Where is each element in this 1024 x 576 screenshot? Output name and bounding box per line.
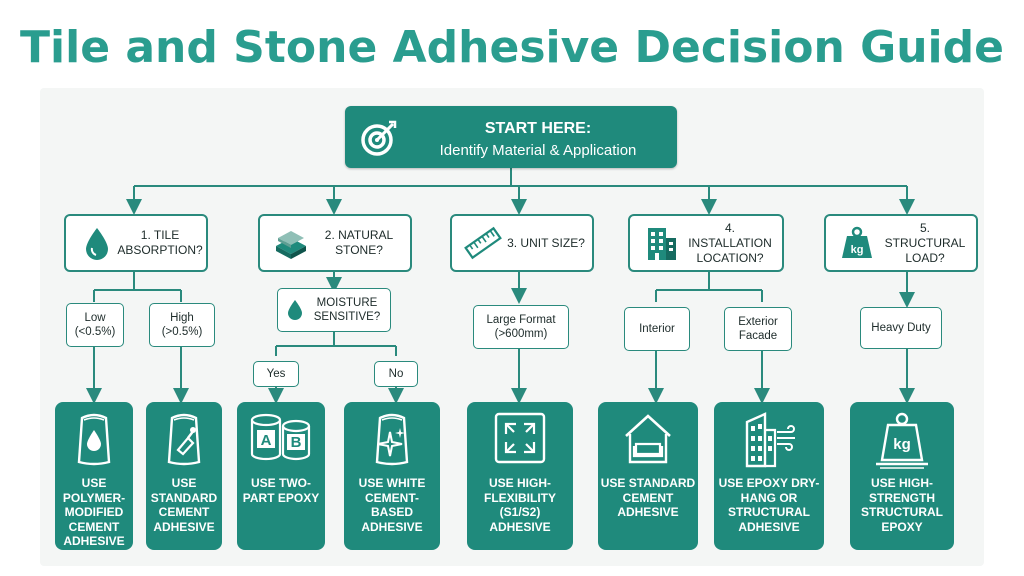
result-two-part-epoxy: A B USE TWO-PART EPOXY [237, 402, 325, 550]
result-white-cement-based: USE WHITE CEMENT-BASED ADHESIVE [344, 402, 440, 550]
result-text: USE TWO-PART EPOXY [242, 476, 320, 505]
stone-slab-icon [276, 231, 306, 259]
option-interior: Interior [624, 307, 690, 351]
option-exterior-facade: Exterior Facade [724, 307, 792, 351]
can-b-label: B [291, 434, 302, 451]
question-label: 1. TILE ABSORPTION? [117, 228, 203, 257]
option-high-absorption: High (>0.5%) [149, 303, 215, 347]
start-title: START HERE: [484, 120, 592, 137]
two-part-epoxy-icon: A B [250, 413, 311, 461]
kg-label: kg [851, 244, 864, 256]
connector-moisture-branch [275, 332, 397, 356]
building-icon [648, 228, 676, 260]
water-drop-icon [288, 300, 302, 320]
result-text: USE STANDARD CEMENT ADHESIVE [150, 476, 218, 534]
weight-kg-label: kg [893, 436, 911, 453]
option-heavy-duty: Heavy Duty [860, 307, 942, 349]
kg-weight-icon: kg [842, 226, 872, 258]
question-tile-absorption: 1. TILE ABSORPTION? [64, 214, 208, 272]
ruler-icon [464, 226, 502, 260]
question-unit-size: 3. UNIT SIZE? [450, 214, 594, 272]
result-text: USE HIGH-STRENGTH STRUCTURAL EPOXY [861, 476, 943, 534]
building-wind-icon [745, 412, 795, 468]
question-natural-stone: 2. NATURAL STONE? [258, 214, 412, 272]
adhesive-bag-sparkle-icon [375, 413, 409, 466]
result-high-flexibility: USE HIGH-FLEXIBILITY (S1/S2) ADHESIVE [467, 402, 573, 550]
question-installation-location: 4. INSTALLATION LOCATION? [628, 214, 784, 272]
question-structural-load: kg 5. STRUCTURAL LOAD? [824, 214, 978, 272]
page-title: Tile and Stone Adhesive Decision Guide [20, 22, 1004, 73]
start-subtitle: Identify Material & Application [439, 142, 637, 159]
result-polymer-modified-cement: USE POLYMER-MODIFIED CEMENT ADHESIVE [55, 402, 133, 550]
option-yes: Yes [253, 361, 299, 387]
result-standard-cement-2: USE STANDARD CEMENT ADHESIVE [598, 402, 698, 550]
adhesive-bag-drop-icon [77, 413, 111, 466]
question-label: 4. INSTALLATION LOCATION? [688, 220, 772, 265]
connector-q4-branch [655, 270, 763, 302]
result-text: USE HIGH-FLEXIBILITY (S1/S2) ADHESIVE [484, 476, 556, 534]
result-text: USE POLYMER-MODIFIED CEMENT ADHESIVE [62, 476, 126, 548]
start-box: START HERE: Identify Material & Applicat… [345, 106, 677, 168]
target-icon [361, 120, 397, 156]
result-epoxy-dry-hang: USE EPOXY DRY-HANG OR STRUCTURAL ADHESIV… [714, 402, 824, 550]
heavy-weight-icon: kg [876, 412, 928, 469]
house-sofa-icon [625, 414, 671, 464]
result-text: USE STANDARD CEMENT ADHESIVE [600, 476, 696, 519]
option-moisture-sensitive: MOISTURE SENSITIVE? [277, 288, 391, 332]
can-a-label: A [261, 432, 272, 449]
result-high-strength-epoxy: kg USE HIGH-STRENGTH STRUCTURAL EPOXY [850, 402, 954, 550]
expand-arrows-icon [494, 412, 546, 464]
question-label: 5. STRUCTURAL LOAD? [884, 220, 966, 265]
water-drop-icon [86, 228, 108, 260]
result-standard-cement-1: USE STANDARD CEMENT ADHESIVE [146, 402, 222, 550]
adhesive-bag-trowel-icon [167, 413, 201, 466]
connector-q1-branch [93, 270, 182, 302]
moisture-label: MOISTURE SENSITIVE? [313, 297, 381, 323]
result-text: USE WHITE CEMENT-BASED ADHESIVE [358, 476, 426, 534]
option-low-absorption: Low (<0.5%) [66, 303, 124, 347]
result-text: USE EPOXY DRY-HANG OR STRUCTURAL ADHESIV… [718, 476, 820, 534]
question-label: 3. UNIT SIZE? [507, 235, 585, 250]
option-no: No [374, 361, 418, 387]
question-label: 2. NATURAL STONE? [324, 228, 394, 257]
option-large-format: Large Format (>600mm) [473, 305, 569, 349]
